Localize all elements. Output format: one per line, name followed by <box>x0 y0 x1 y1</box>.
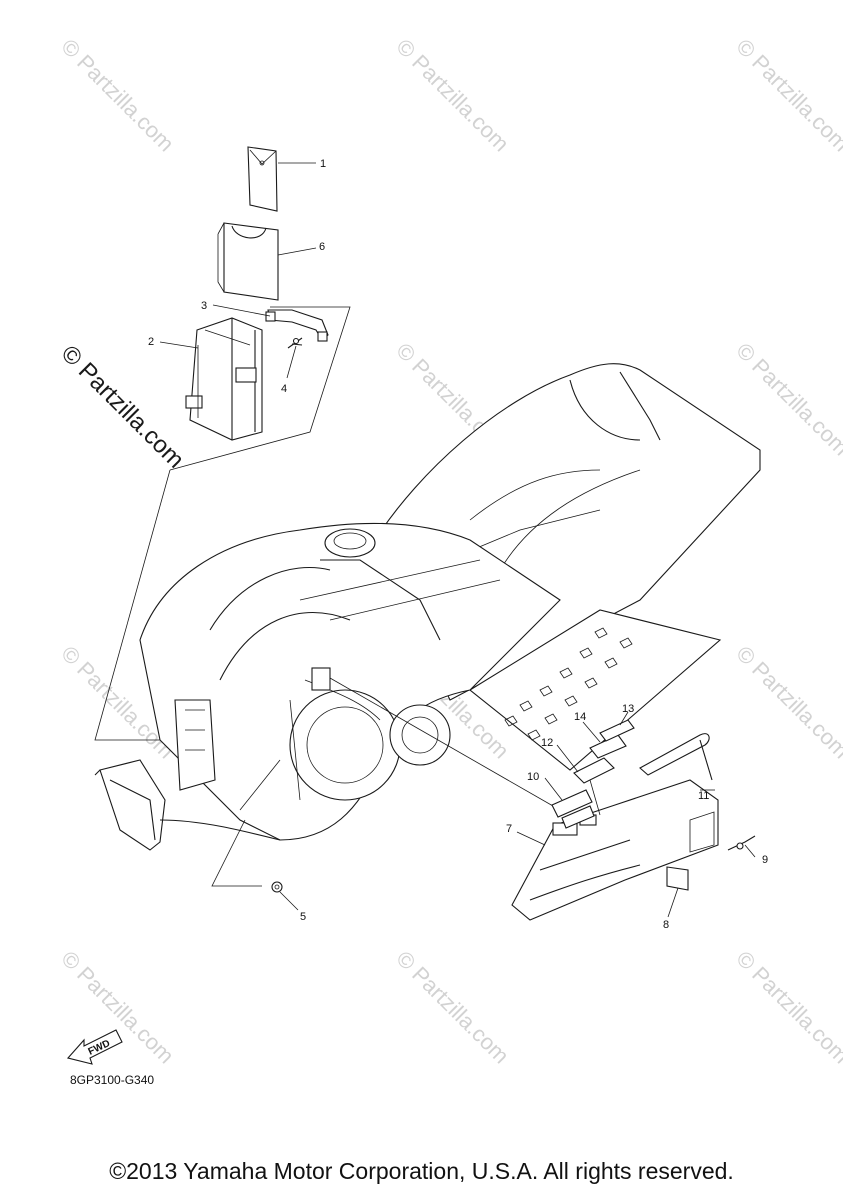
part-1-pouch-flap <box>247 146 278 212</box>
part-5-grommet <box>271 881 283 893</box>
callout-9: 9 <box>762 854 768 866</box>
callout-12: 12 <box>541 737 553 749</box>
part-10-bracket <box>551 789 595 829</box>
fwd-arrow-icon: FWD <box>66 1029 123 1065</box>
callout-4: 4 <box>281 383 287 395</box>
callout-13: 13 <box>622 703 634 715</box>
part-8-plate <box>666 866 689 891</box>
callout-labels: 1 2 3 4 5 6 7 8 9 10 11 12 13 14 <box>148 158 768 931</box>
watermark-text: © Partzilla.com <box>391 946 514 1069</box>
callout-10: 10 <box>527 771 539 783</box>
leader-decal-group <box>589 779 601 816</box>
callout-14: 14 <box>574 711 586 723</box>
drawing-code: 8GP3100-G340 <box>70 1073 154 1087</box>
callout-8: 8 <box>663 919 669 931</box>
callout-2: 2 <box>148 336 154 348</box>
watermark-text: © Partzilla.com <box>731 641 843 764</box>
callout-6: 6 <box>319 241 325 253</box>
running-board-slots <box>504 627 633 741</box>
partzilla-watermark: © Partzilla.com <box>56 340 189 473</box>
snowmobile-body <box>94 363 761 851</box>
group-frame <box>94 306 351 741</box>
watermark-text: © Partzilla.com <box>731 946 843 1069</box>
leader-lines <box>159 162 756 918</box>
callout-11: 11 <box>698 790 709 802</box>
part-6-cover <box>217 222 279 301</box>
callout-7: 7 <box>506 823 512 835</box>
part-2-tool-bag <box>185 317 263 441</box>
part-13-decal <box>599 719 635 742</box>
copyright-footer: ©2013 Yamaha Motor Corporation, U.S.A. A… <box>109 1158 734 1184</box>
group-frame-5 <box>211 819 262 887</box>
part-12-decal <box>573 757 615 784</box>
part-11-strap <box>639 733 713 781</box>
callout-3: 3 <box>201 300 207 312</box>
fwd-label: FWD <box>87 1038 112 1058</box>
part-7-snow-flap <box>511 779 719 921</box>
callout-5: 5 <box>300 911 306 923</box>
part-4-clip <box>287 337 303 349</box>
watermark-text: © Partzilla.com <box>731 34 843 157</box>
watermark-text: © Partzilla.com <box>56 34 179 157</box>
callout-1: 1 <box>320 158 326 170</box>
part-3-bracket <box>265 309 329 342</box>
part-9-rivet <box>727 835 756 851</box>
watermark-text: © Partzilla.com <box>391 34 514 157</box>
